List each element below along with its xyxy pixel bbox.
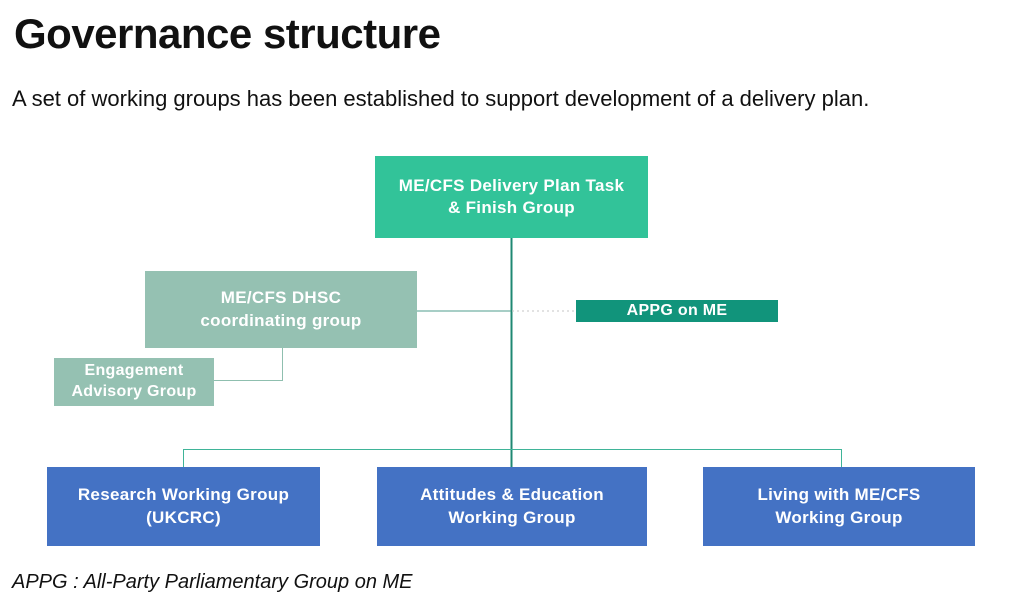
node-attitudes-education-working-group: Attitudes & Education Working Group <box>377 467 647 546</box>
node-living-with-mecfs-working-group: Living with ME/CFS Working Group <box>703 467 975 546</box>
node-dhsc-coordinating-group: ME/CFS DHSC coordinating group <box>145 271 417 348</box>
page-title: Governance structure <box>14 10 441 57</box>
node-appg-on-me: APPG on ME <box>576 300 778 322</box>
page-subtitle: A set of working groups has been establi… <box>12 86 870 111</box>
footnote-appg-definition: APPG : All-Party Parliamentary Group on … <box>12 571 413 593</box>
node-engagement-advisory-group: Engagement Advisory Group <box>54 358 214 406</box>
node-delivery-plan-task-finish-group: ME/CFS Delivery Plan Task & Finish Group <box>375 156 648 238</box>
node-research-working-group: Research Working Group (UKCRC) <box>47 467 320 546</box>
